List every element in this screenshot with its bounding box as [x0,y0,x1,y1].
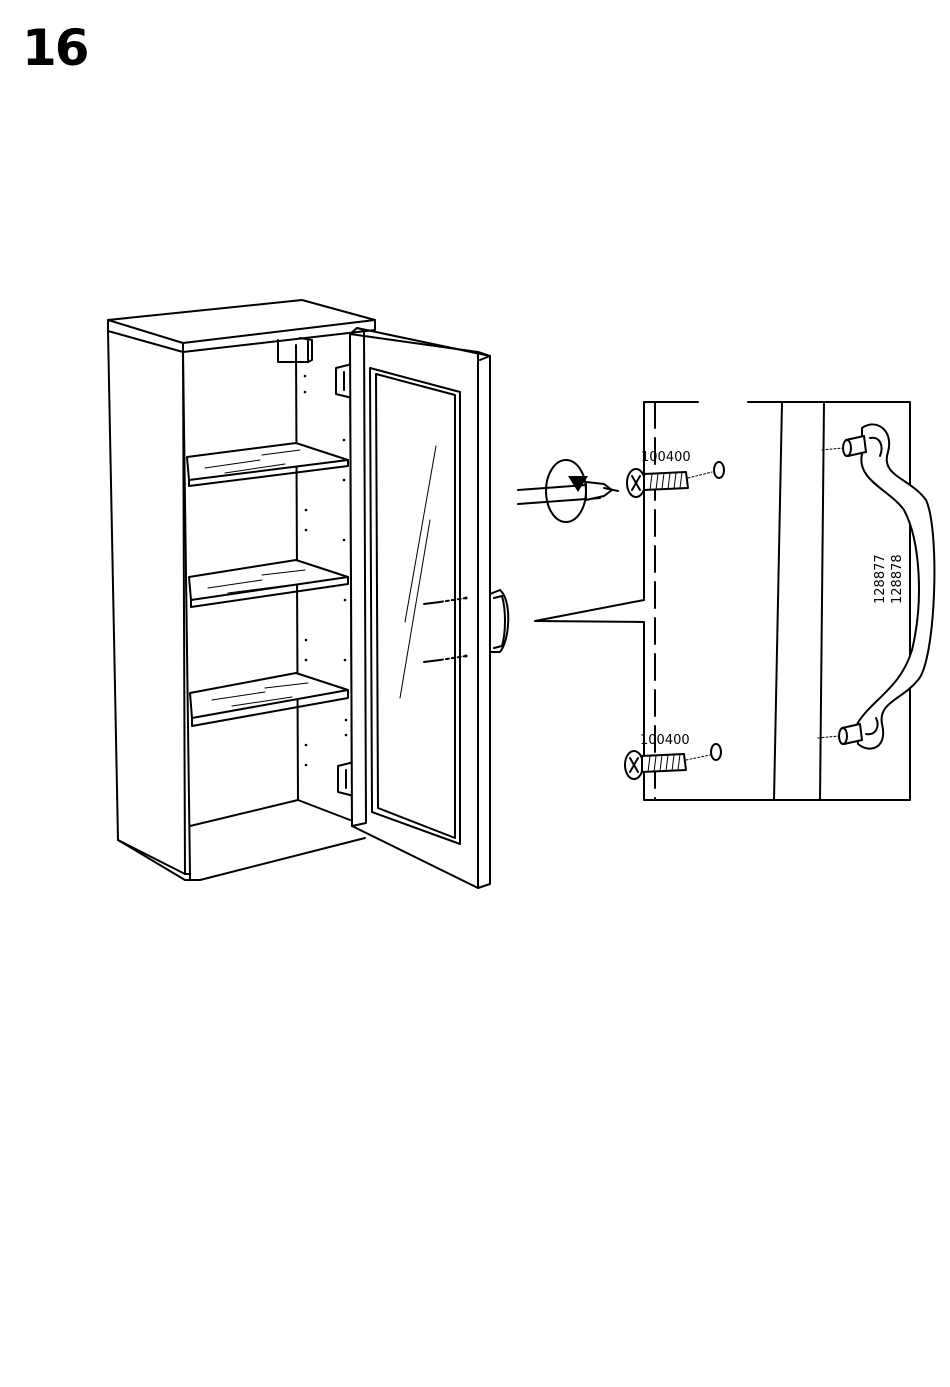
screw-bottom [625,744,721,779]
screw-top-part-number: 100400 [641,450,691,465]
handle-part-number-1: 128877 [873,554,888,604]
screw-bottom-part-number: 100400 [640,733,690,748]
screw-top [627,462,724,497]
glass-door [350,328,644,888]
cabinet [108,300,375,880]
handle-part-number-2: 128878 [890,554,905,604]
screwdriver-icon [518,482,618,504]
clockwise-rotation-icon [546,460,588,522]
detail-inset: 100400 100400 128877 128878 [518,402,934,800]
